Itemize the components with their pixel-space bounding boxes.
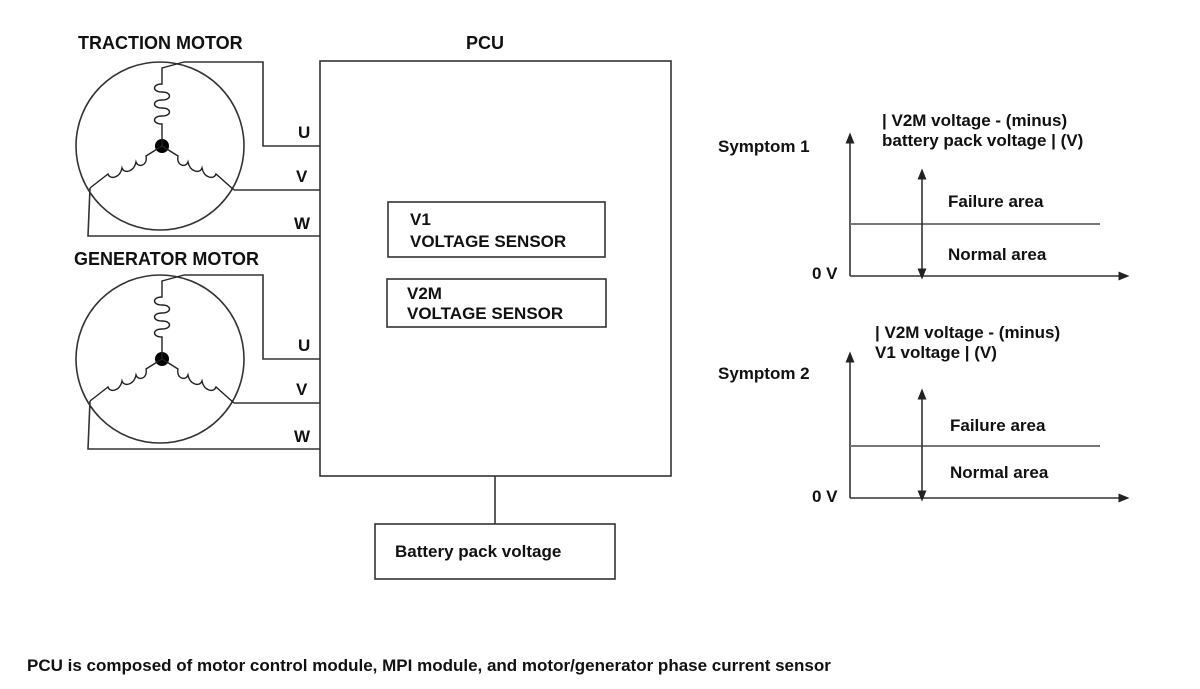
v2m-sensor-box: [386, 278, 607, 328]
battery-label: Battery pack voltage: [395, 542, 561, 561]
symptom1-normal-area: Normal area: [948, 245, 1047, 264]
v1-sensor-box: [387, 201, 606, 258]
symptom2-label: Symptom 2: [718, 364, 810, 383]
traction-motor-title: TRACTION MOTOR: [78, 33, 243, 53]
traction-phase-u-label: U: [298, 123, 310, 142]
generator-motor-coil-u: [153, 274, 185, 359]
symptom1-graph: Symptom 1 | V2M voltage - (minus) batter…: [718, 111, 1130, 283]
generator-phase-w-label: W: [294, 427, 311, 446]
generator-motor-lead-u: [184, 274, 320, 360]
traction-motor: TRACTION MOTOR U V W: [75, 33, 320, 237]
symptom2-normal-area: Normal area: [950, 463, 1049, 482]
generator-motor-housing: [75, 274, 245, 444]
pcu-title: PCU: [466, 33, 504, 53]
v2m-sensor-line2: VOLTAGE SENSOR: [407, 304, 563, 323]
symptom2-graph: Symptom 2 | V2M voltage - (minus) V1 vol…: [718, 323, 1130, 506]
v2m-voltage-sensor: V2M VOLTAGE SENSOR: [386, 278, 607, 328]
symptom1-failure-area: Failure area: [948, 192, 1044, 211]
v1-voltage-sensor: V1 VOLTAGE SENSOR: [387, 201, 606, 258]
battery-pack: Battery pack voltage: [374, 523, 616, 580]
generator-motor: GENERATOR MOTOR U V W: [74, 249, 320, 450]
generator-motor-title: GENERATOR MOTOR: [74, 249, 259, 269]
symptom2-axis-line1: | V2M voltage - (minus): [875, 323, 1060, 342]
symptom1-axis-line1: | V2M voltage - (minus): [882, 111, 1067, 130]
generator-motor-coil-w: [89, 358, 163, 402]
battery-box: [374, 523, 616, 580]
pcu-box: [319, 60, 672, 477]
symptom1-zero-label: 0 V: [812, 264, 838, 283]
generator-motor-coil-v: [161, 358, 235, 404]
symptom2-axis-line2: V1 voltage | (V): [875, 343, 997, 362]
traction-motor-coil-w: [89, 145, 163, 189]
symptom1-axis-line2: battery pack voltage | (V): [882, 131, 1083, 150]
traction-motor-coil-u: [153, 61, 185, 146]
symptom2-zero-label: 0 V: [812, 487, 838, 506]
v1-sensor-line2: VOLTAGE SENSOR: [410, 232, 566, 251]
v2m-sensor-line1: V2M: [407, 284, 442, 303]
symptom1-label: Symptom 1: [718, 137, 810, 156]
traction-phase-w-label: W: [294, 214, 311, 233]
traction-phase-v-label: V: [296, 167, 308, 186]
generator-phase-v-label: V: [296, 380, 308, 399]
pcu-block: PCU V1 VOLTAGE SENSOR V2M VOLTAGE SENSOR: [319, 33, 672, 524]
generator-motor-lead-w: [87, 400, 320, 450]
traction-motor-lead-u: [184, 61, 320, 147]
traction-motor-housing: [75, 61, 245, 231]
traction-motor-coil-v: [161, 145, 235, 191]
footer-note: PCU is composed of motor control module,…: [27, 656, 831, 675]
symptom2-failure-area: Failure area: [950, 416, 1046, 435]
generator-phase-u-label: U: [298, 336, 310, 355]
traction-motor-lead-w: [87, 187, 320, 237]
v1-sensor-line1: V1: [410, 210, 431, 229]
